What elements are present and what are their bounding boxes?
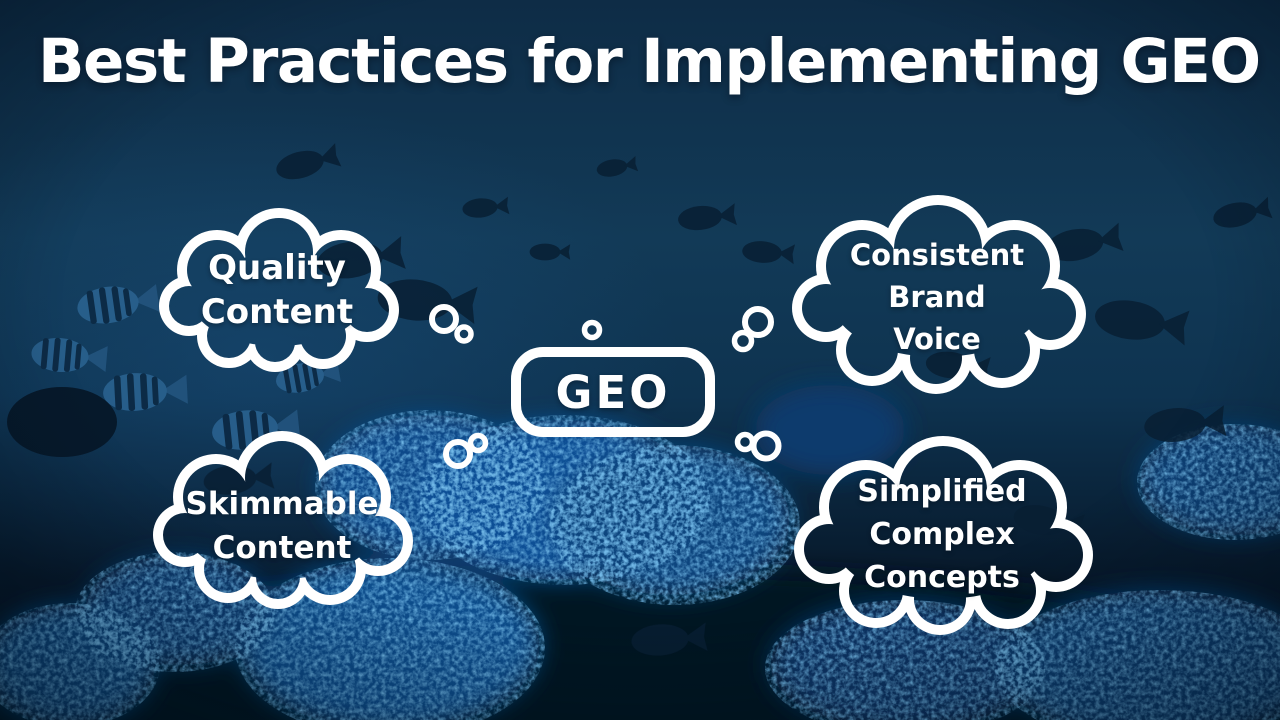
cloud-text-line: Content <box>212 530 352 566</box>
cloud-text-line: Consistent <box>849 238 1025 272</box>
cloud-outline <box>792 195 1086 394</box>
cloud-outline <box>159 208 399 372</box>
thought-cloud-quality-content: Quality Content <box>155 208 399 372</box>
cloud-text-line: Voice <box>893 322 981 356</box>
cloud-label-simplified-complex-concepts: Simplified Complex Concepts <box>790 433 1094 636</box>
cloud-outline <box>794 436 1093 635</box>
cloud-text-line: Concepts <box>864 560 1020 595</box>
cloud-text-line: Skimmable <box>185 486 379 522</box>
thought-cloud-simplified-complex-concepts: Simplified Complex Concepts <box>790 433 1094 636</box>
cloud-text-line: Content <box>200 292 354 332</box>
cloud-outline <box>153 431 413 609</box>
cloud-label-skimmable-content: Skimmable Content <box>148 431 416 609</box>
cloud-label-consistent-brand-voice: Consistent Brand Voice <box>788 192 1086 394</box>
cloud-text-line: Complex <box>869 517 1015 552</box>
cloud-text-line: Brand <box>888 280 986 314</box>
geo-label: GEO <box>555 365 671 419</box>
cloud-text-line: Simplified <box>857 474 1027 509</box>
thought-cloud-skimmable-content: Skimmable Content <box>148 431 416 609</box>
thought-cloud-consistent-brand-voice: Consistent Brand Voice <box>788 192 1086 394</box>
slide-title: Best Practices for Implementing GEO <box>38 26 1261 97</box>
cloud-label-quality-content: Quality Content <box>155 208 399 372</box>
cloud-text-line: Quality <box>208 248 346 288</box>
geo-center-node: GEO <box>511 347 715 437</box>
